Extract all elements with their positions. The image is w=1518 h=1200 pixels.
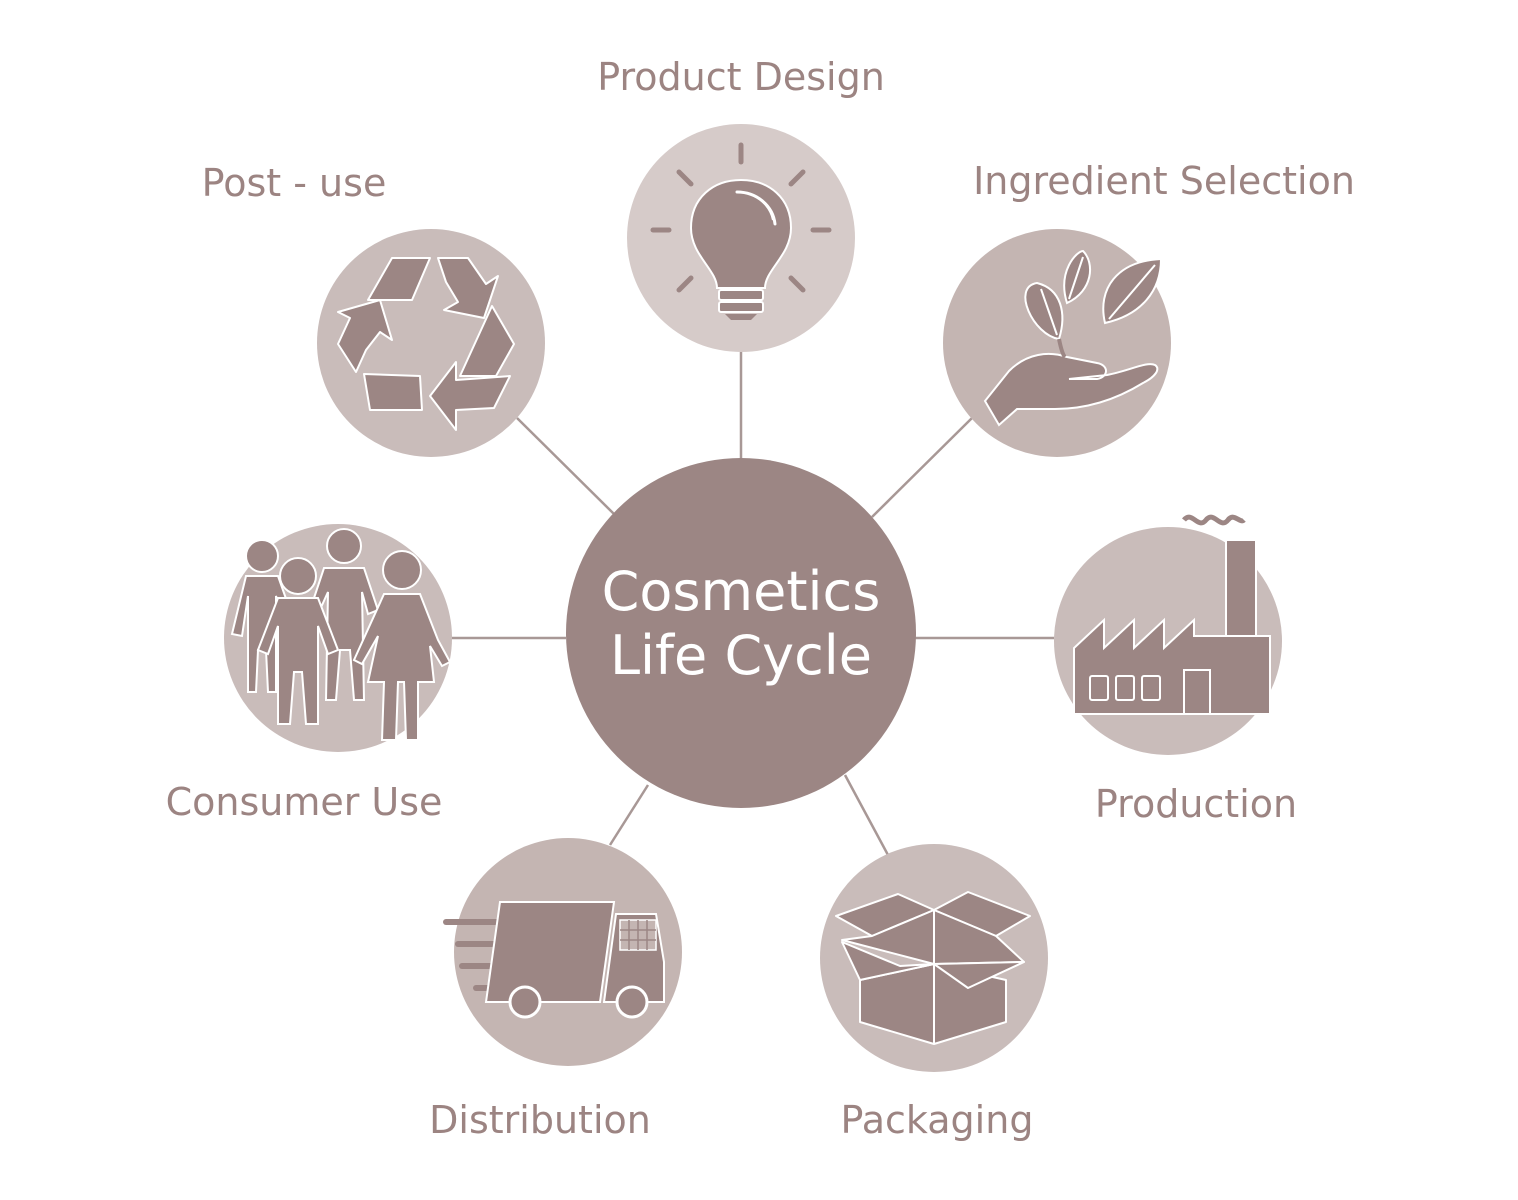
connector-packaging xyxy=(843,774,890,856)
connector-distribution xyxy=(608,784,650,846)
center-circle xyxy=(566,458,916,808)
connector-ingredient-selection xyxy=(871,417,973,518)
recycle-icon xyxy=(337,257,515,431)
label-ingredient-selection: Ingredient Selection xyxy=(973,159,1355,203)
label-packaging: Packaging xyxy=(840,1098,1034,1142)
people-group-icon xyxy=(230,528,452,741)
label-distribution: Distribution xyxy=(429,1098,651,1142)
center-title-line1: Cosmetics xyxy=(601,560,881,623)
factory-icon xyxy=(1073,514,1271,715)
delivery-truck-icon xyxy=(443,901,665,1019)
center-title: Cosmetics Life Cycle xyxy=(566,560,916,688)
hand-leaves-icon xyxy=(983,249,1163,427)
lightbulb-icon xyxy=(650,142,832,320)
label-post-use: Post - use xyxy=(201,161,387,205)
open-box-icon xyxy=(835,891,1031,1045)
connectors xyxy=(452,352,1054,856)
label-consumer-use: Consumer Use xyxy=(165,780,443,824)
label-production: Production xyxy=(1094,782,1298,826)
label-product-design: Product Design xyxy=(597,55,885,99)
center-title-line2: Life Cycle xyxy=(609,624,873,687)
connector-post-use xyxy=(516,417,615,515)
